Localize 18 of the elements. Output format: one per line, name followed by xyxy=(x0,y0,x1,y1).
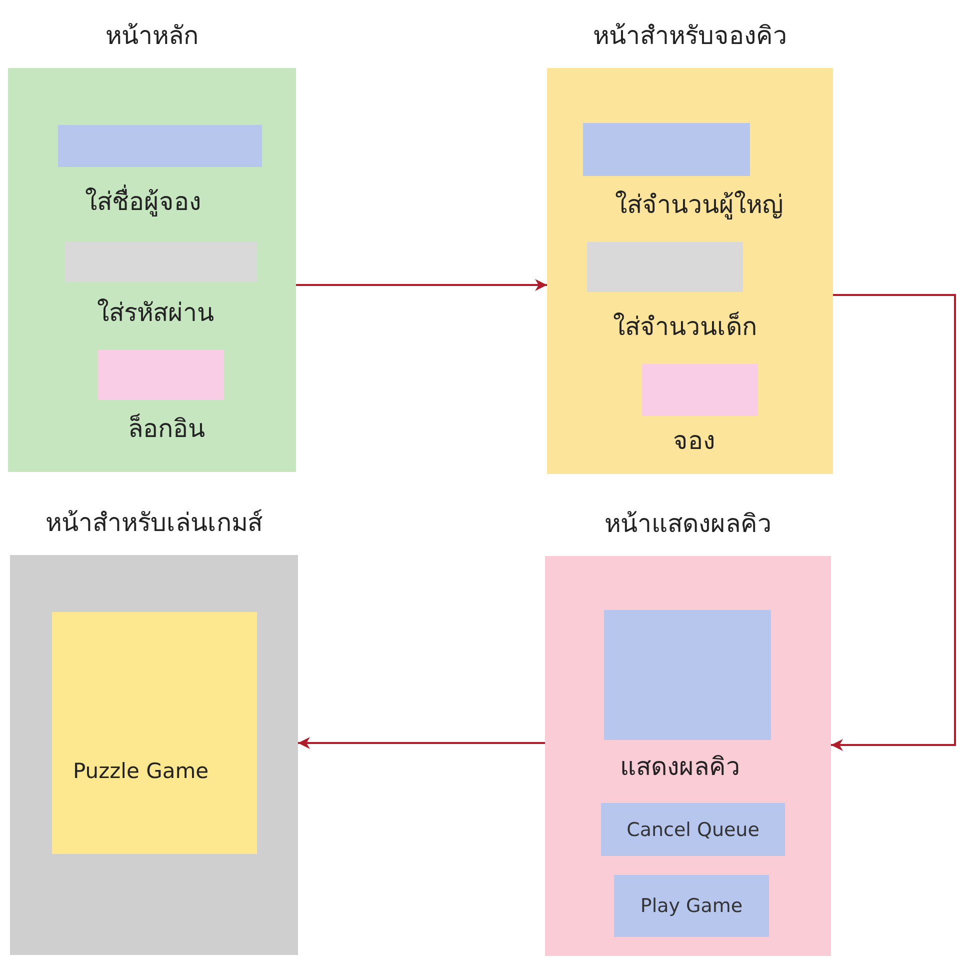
button-label: จอง xyxy=(673,425,715,457)
play-button: Play Game xyxy=(614,875,769,937)
arrow xyxy=(296,279,547,291)
field-label: ใส่จำนวนเด็ก xyxy=(613,310,757,343)
display-label: แสดงผลคิว xyxy=(620,751,740,783)
screen-title: หน้าสำหรับเล่นเกมส์ xyxy=(46,507,262,539)
game-area xyxy=(52,612,257,854)
field-label: ใส่รหัสผ่าน xyxy=(97,297,214,329)
screen-title: หน้าสำหรับจองคิว xyxy=(593,20,787,52)
screen-title: หน้าแสดงผลคิว xyxy=(604,508,772,540)
field-label: ใส่จำนวนผู้ใหญ่ xyxy=(615,189,783,222)
arrow xyxy=(831,294,956,751)
game-title: Puzzle Game xyxy=(73,758,209,785)
arrow xyxy=(298,737,545,749)
button-label: ล็อกอิน xyxy=(128,412,205,445)
field-label: ใส่ชื่อผู้จอง xyxy=(85,185,201,219)
screen-title: หน้าหลัก xyxy=(106,20,198,52)
cancel-button: Cancel Queue xyxy=(601,803,785,856)
